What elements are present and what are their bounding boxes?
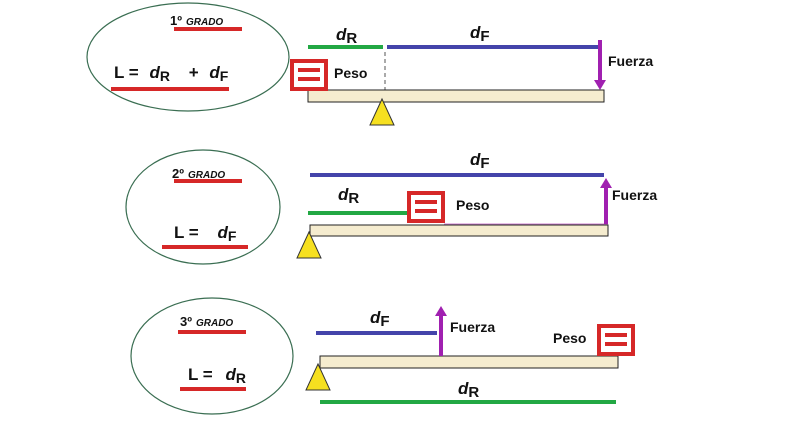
lever-1-weight xyxy=(290,59,328,91)
lever-3-force-head xyxy=(435,306,447,316)
lever-2-bar xyxy=(309,224,609,237)
lever-2-fulcrum xyxy=(296,230,322,259)
lever-2-weight xyxy=(407,191,445,223)
lever-1-weight-stripe-top xyxy=(298,68,320,72)
lever-3-weight-stripe-bottom xyxy=(605,342,627,346)
lever-3-weight-stripe-top xyxy=(605,333,627,337)
lever-1-fuerza-label: Fuerza xyxy=(608,53,654,69)
lever-1-bar xyxy=(307,89,605,103)
lever-2-dF-label: dF xyxy=(470,150,490,172)
lever-2-force-head xyxy=(600,178,612,188)
lever-1-peso-label: Peso xyxy=(334,65,368,81)
lever-1-dR-label: dR xyxy=(336,25,358,47)
ellipse-grade-1 xyxy=(86,2,290,112)
lever-1-dF-label: dF xyxy=(470,23,490,45)
lever-3-peso-label: Peso xyxy=(553,330,587,346)
lever-3-fulcrum xyxy=(305,362,331,391)
lever-1-fulcrum xyxy=(369,97,395,126)
lever-3-fuerza-label: Fuerza xyxy=(450,319,496,335)
formula-1: L = dR + dF xyxy=(114,63,229,84)
lever-2-peso-label: Peso xyxy=(456,197,490,213)
lever-3-weight xyxy=(597,324,635,356)
lever-3-bar xyxy=(319,355,619,369)
lever-2-dR-label: dR xyxy=(338,185,360,207)
lever-3-dR-label: dR xyxy=(458,379,480,401)
lever-2-weight-stripe-bottom xyxy=(415,209,437,213)
lever-1-force-head xyxy=(594,80,606,90)
formula-2: L = dF xyxy=(174,223,237,244)
ellipse-grade-2 xyxy=(125,149,281,265)
ellipse-grade-3 xyxy=(130,297,294,415)
lever-3-dF-label: dF xyxy=(370,308,390,330)
lever-2-fuerza-label: Fuerza xyxy=(612,187,658,203)
lever-1-weight-stripe-bottom xyxy=(298,77,320,81)
lever-2-weight-stripe-top xyxy=(415,200,437,204)
formula-3: L = dR xyxy=(188,365,246,386)
